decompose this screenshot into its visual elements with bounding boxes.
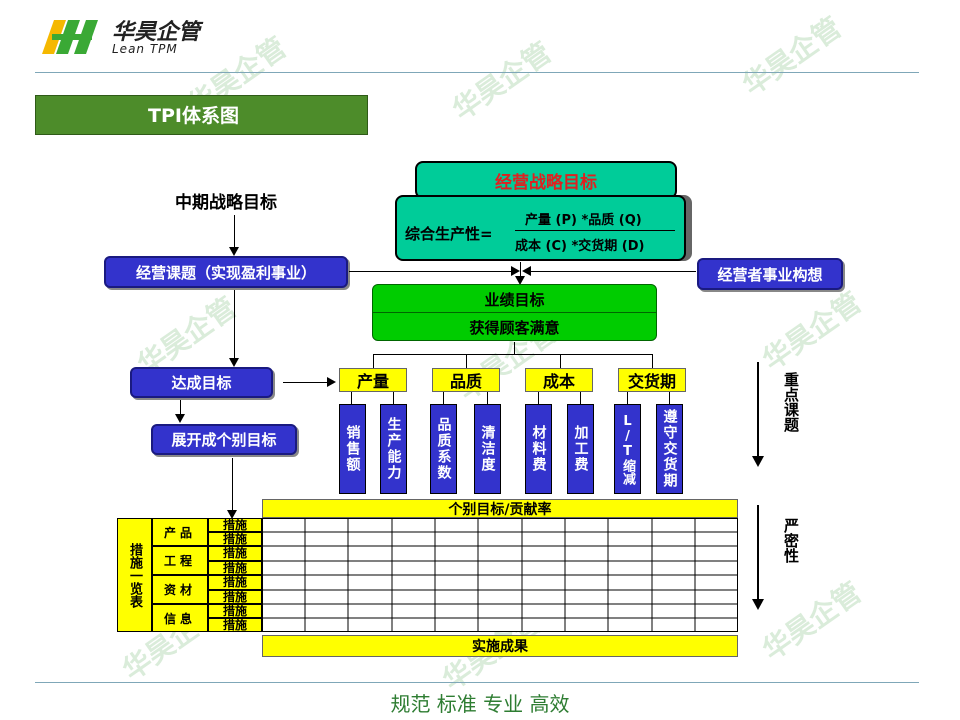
- category-delivery: 交货期: [618, 368, 686, 392]
- logo: 华昊企管 Lean TPM: [32, 14, 232, 60]
- individual-target-box: 展开成个别目标: [151, 424, 297, 455]
- strict-label: 严密性: [782, 518, 800, 563]
- group-materials: 资材: [152, 575, 208, 604]
- category-quality: 品质: [432, 368, 500, 392]
- category-cost: 成本: [525, 368, 593, 392]
- measures-side-label: 措施一览表: [117, 518, 152, 632]
- slide-title: TPI体系图: [35, 95, 368, 135]
- logo-brand-en: Lean TPM: [112, 42, 178, 56]
- group-info: 信息: [152, 604, 208, 632]
- item-material-cost: 材料费: [525, 404, 552, 494]
- achieve-target-box: 达成目标: [130, 367, 273, 398]
- watermark: 华昊企管: [756, 575, 868, 667]
- mid-strategy-label: 中期战略目标: [175, 193, 277, 213]
- key-topics-label: 重点课题: [782, 372, 800, 432]
- header-divider: [35, 72, 919, 73]
- item-capacity: 生产能力: [380, 404, 407, 494]
- item-on-time: 遵守交货期: [656, 404, 683, 494]
- strategy-target-box: 经营战略目标: [415, 161, 677, 199]
- performance-subtitle: 获得顾客满意: [469, 319, 560, 337]
- measure-label: 措施: [208, 532, 262, 546]
- item-cleanliness: 清洁度: [474, 404, 501, 494]
- item-processing-cost: 加工费: [567, 404, 594, 494]
- productivity-box: 综合生产性= 产量 (P) *品质 (Q) 成本 (C) *交货期 (D): [395, 195, 686, 261]
- item-sales: 销售额: [339, 404, 366, 494]
- footer-slogan: 规范 标准 专业 高效: [390, 692, 570, 716]
- group-product: 产品: [152, 518, 208, 546]
- performance-box: 业绩目标 获得顾客满意: [372, 284, 657, 341]
- measure-label: 措施: [208, 575, 262, 590]
- watermark: 华昊企管: [756, 285, 868, 377]
- item-quality-factor: 品质系数: [430, 404, 457, 494]
- group-process: 工程: [152, 546, 208, 575]
- formula-denominator: 成本 (C) *交货期 (D): [515, 239, 645, 254]
- logo-mark-icon: [42, 20, 98, 54]
- formula-prefix: 综合生产性=: [405, 225, 493, 243]
- measure-label: 措施: [208, 604, 262, 618]
- formula-numerator: 产量 (P) *品质 (Q): [525, 213, 642, 228]
- results-footer: 实施成果: [262, 635, 738, 657]
- item-leadtime: L/T缩减: [614, 404, 641, 494]
- measure-label: 措施: [208, 618, 262, 632]
- manager-concept-box: 经营者事业构想: [697, 258, 843, 290]
- measure-column: 措施 措施 措施 措施 措施 措施 措施 措施: [208, 518, 262, 632]
- performance-title: 业绩目标: [484, 291, 545, 309]
- footer-divider: [35, 682, 919, 683]
- strategy-target-label: 经营战略目标: [495, 172, 597, 193]
- watermark: 华昊企管: [446, 35, 558, 127]
- watermark: 华昊企管: [736, 10, 848, 102]
- business-topic-box: 经营课题（实现盈利事业）: [104, 256, 348, 288]
- measure-label: 措施: [208, 590, 262, 604]
- measure-label: 措施: [208, 518, 262, 532]
- category-output: 产量: [339, 368, 407, 392]
- table-header: 个别目标/贡献率: [262, 499, 738, 518]
- logo-brand-cn: 华昊企管: [112, 20, 201, 45]
- measures-grid: [262, 518, 738, 632]
- measure-label: 措施: [208, 546, 262, 561]
- measure-label: 措施: [208, 561, 262, 575]
